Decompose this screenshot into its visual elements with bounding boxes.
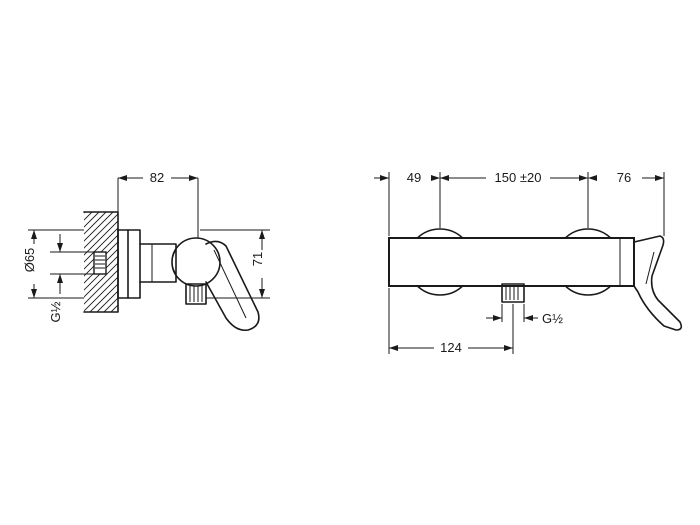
dimension-outlet-offset: 124	[388, 288, 514, 355]
wall-hatch-line	[84, 212, 86, 312]
wall-hatch-line	[110, 212, 118, 312]
mixer-body-bar	[388, 237, 635, 287]
wall-hatch-line	[132, 212, 232, 312]
wall-hatch-line	[84, 212, 118, 312]
thread-label-side: G½	[48, 301, 63, 322]
wall-hatch-line	[84, 212, 118, 312]
dim-inlet-diameter-label: Ø65	[22, 248, 37, 273]
wall-hatch-line	[84, 212, 118, 312]
side-view: 82 71 Ø65	[0, 170, 270, 332]
wall-hatch-line	[84, 212, 107, 312]
dim-left-offset-label: 49	[407, 170, 421, 185]
dim-center-distance-label: 150 ±20	[495, 170, 542, 185]
thread-label-front: G½	[542, 311, 563, 326]
mixer-body	[171, 237, 221, 287]
wall-hatch-line	[117, 212, 118, 312]
dim-outlet-offset-label: 124	[440, 340, 462, 355]
dimension-thread-side: G½	[48, 234, 94, 322]
wall-hatch-line	[89, 212, 118, 312]
wall-hatch-line	[84, 212, 93, 312]
dim-height-label: 71	[250, 252, 265, 266]
dim-depth-label: 82	[150, 170, 164, 185]
dimension-height: 71	[200, 229, 270, 299]
dimension-thread-front: G½	[486, 304, 563, 326]
eccentric-connector	[139, 243, 177, 283]
escutcheon-plate	[117, 229, 141, 299]
wall-hatch-line	[0, 212, 78, 312]
wall-hatch-line	[96, 212, 118, 312]
lever-handle-front	[633, 235, 683, 331]
dimension-inlet-diameter: Ø65	[22, 229, 84, 299]
dim-right-offset-label: 76	[617, 170, 631, 185]
front-view: 49 150 ±20 76 G½ 124	[374, 170, 683, 355]
wall-hatch-line	[84, 212, 114, 312]
wall-pipe-bore	[93, 251, 107, 275]
wall-hatch-line	[84, 212, 118, 312]
dimension-chain-top: 49 150 ±20 76	[374, 170, 665, 236]
wall-hatch-line	[103, 212, 118, 312]
dimension-depth: 82	[117, 170, 199, 238]
outlet-nipple-front	[501, 283, 525, 303]
wall-hatch-line	[84, 212, 118, 312]
wall-hatch-line	[84, 212, 118, 312]
outlet-nipple-side	[185, 283, 207, 305]
wall-hatch-line	[139, 212, 239, 312]
lever-handle	[205, 240, 260, 332]
wall-hatch-line	[84, 212, 118, 312]
